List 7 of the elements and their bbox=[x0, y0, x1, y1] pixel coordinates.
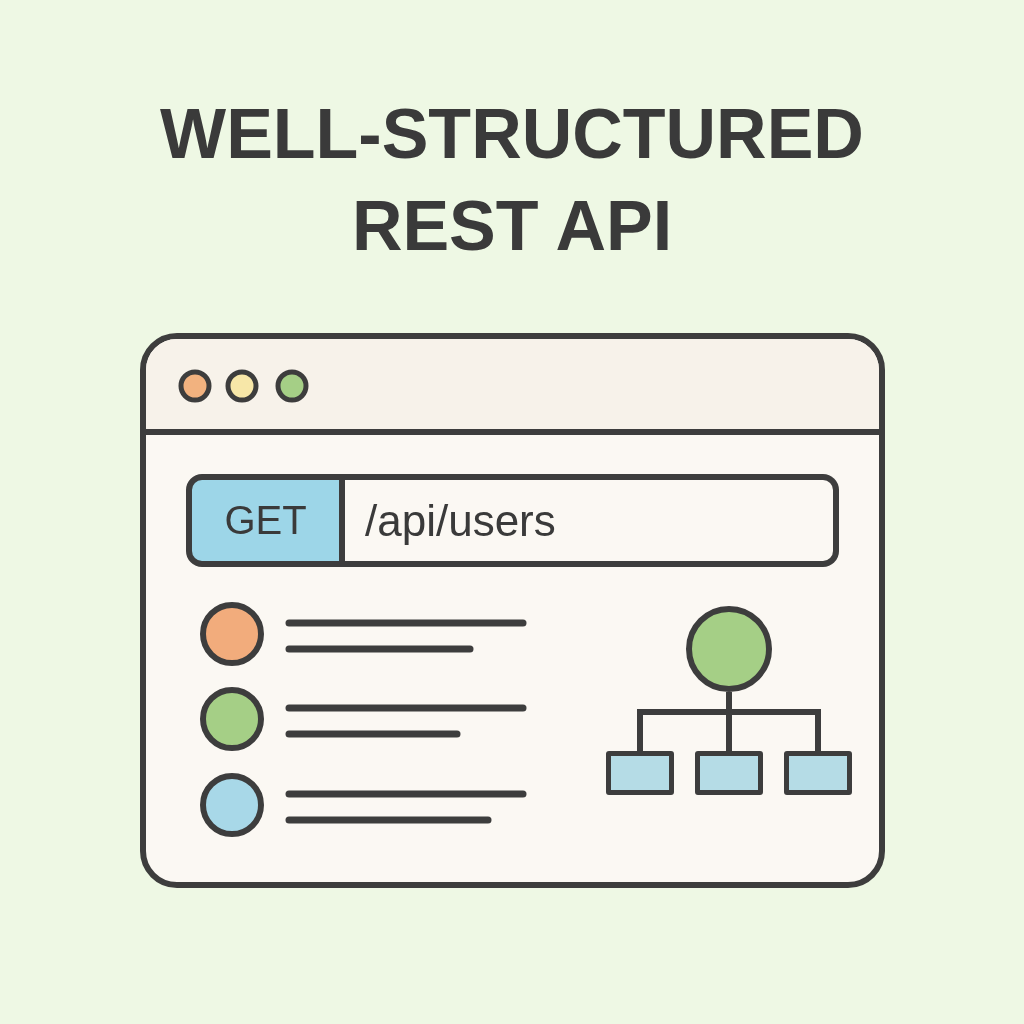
child-node-box bbox=[784, 751, 852, 795]
title: WELL-STRUCTURED REST API bbox=[159, 94, 865, 267]
child-node-box bbox=[695, 751, 763, 795]
connector-line bbox=[726, 692, 821, 751]
http-method-badge: GET bbox=[186, 474, 345, 567]
url-field: /api/users bbox=[345, 474, 839, 567]
child-node-box bbox=[606, 751, 674, 795]
